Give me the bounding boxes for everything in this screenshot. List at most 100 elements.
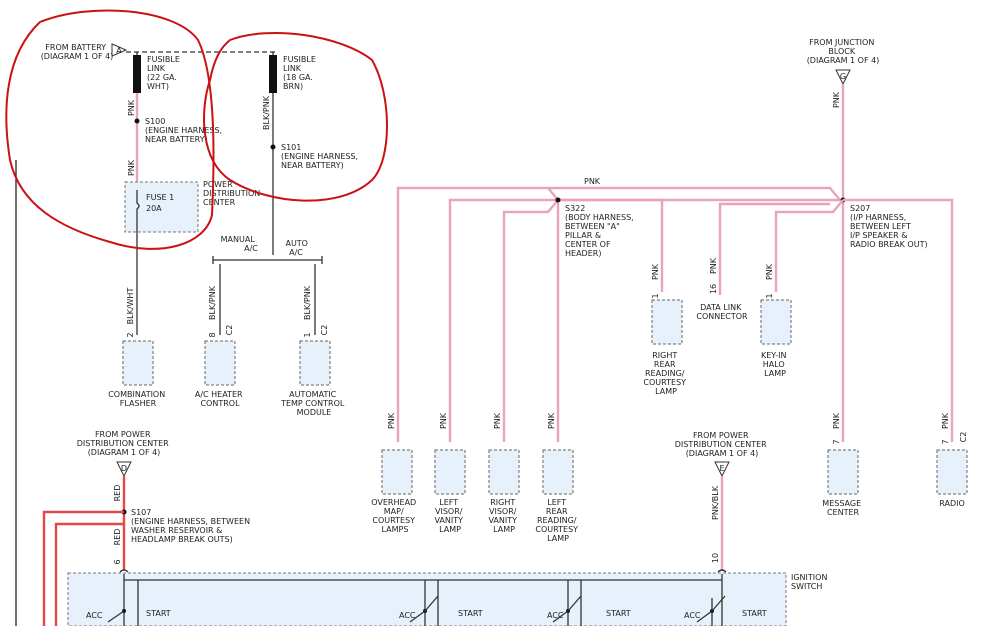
splice-s100 <box>134 118 140 124</box>
wire-pnk-key-in <box>774 199 844 292</box>
wire-label-pnk-1: PNK <box>127 99 136 116</box>
fuse-1-symbol <box>136 190 140 232</box>
wire-pnk-data-link <box>718 202 830 295</box>
connector-d-arrow <box>116 461 132 478</box>
splice-s101 <box>270 144 276 150</box>
connector-a-label: A <box>116 46 122 55</box>
key-in-halo-lamp-box <box>760 299 792 345</box>
switch-terminal-right <box>717 569 727 573</box>
wire-label-pnk-right-visor: PNK <box>493 412 502 429</box>
auto-ac-label: AUTO A/C <box>285 239 310 257</box>
fusible-link-1-label: FUSIBLE LINK (22 GA. WHT) <box>147 55 182 91</box>
combination-flasher-box <box>122 340 154 386</box>
c2-label-auto: C2 <box>320 325 329 336</box>
wire-red-branch-1 <box>42 510 124 626</box>
battery-feed-section: FROM BATTERY (DIAGRAM 1 OF 4) A FUSIBLE … <box>41 43 361 417</box>
s207-label: S207 (I/P HARNESS, BETWEEN LEFT I/P SPEA… <box>850 204 928 249</box>
wire-label-pnk-key-in: PNK <box>765 263 774 280</box>
s101-label: S101 (ENGINE HARNESS, NEAR BATTERY) <box>281 143 361 170</box>
wire-label-blkpnk-main: BLK/PNK <box>262 95 271 130</box>
pin-6-label: 6 <box>113 559 122 564</box>
connector-e-label: E <box>719 464 724 473</box>
wire-label-pnk-radio: PNK <box>941 412 950 429</box>
left-rear-reading-lamp-box <box>542 449 574 495</box>
annotation-circle-2 <box>203 31 388 202</box>
c2-label-manual: C2 <box>225 325 234 336</box>
wire-label-pnk-overhead: PNK <box>387 412 396 429</box>
start-label-2: START <box>458 609 483 618</box>
message-center-label: MESSAGE CENTER <box>822 499 863 517</box>
wire-label-pnk-bus: PNK <box>584 177 601 186</box>
start-label-3: START <box>606 609 631 618</box>
pin-1-label-auto: 1 <box>303 332 312 337</box>
wire-label-pnkblk: PNK/BLK <box>711 485 720 520</box>
pdc-label: POWER DISTRIBUTION CENTER <box>203 180 263 207</box>
key-in-halo-lamp-label: KEY-IN HALO LAMP <box>761 351 789 378</box>
wire-label-blkpnk-auto: BLK/PNK <box>303 285 312 320</box>
connector-e-arrow <box>714 461 730 478</box>
start-label-1: START <box>146 609 171 618</box>
auto-temp-module-label: AUTOMATIC TEMP CONTROL MODULE <box>280 390 347 417</box>
fusible-link-2 <box>269 55 277 93</box>
wire-label-blkpnk-manual: BLK/PNK <box>208 285 217 320</box>
s322-label: S322 (BODY HARNESS, BETWEEN "A" PILLAR &… <box>565 204 636 258</box>
data-link-connector-label: DATA LINK CONNECTOR <box>696 303 748 321</box>
ac-heater-control-label: A/C HEATER CONTROL <box>195 390 245 408</box>
body-harness-section: PNK S322 (BODY HARNESS, BETWEEN "A" PILL… <box>371 177 841 543</box>
wire-label-pnk-right-rear: PNK <box>651 263 660 280</box>
pin-16-label: 16 <box>709 284 718 294</box>
pin-2-label: 2 <box>126 332 135 337</box>
ip-harness-section: FROM JUNCTION BLOCK (DIAGRAM 1 OF 4) G P… <box>696 38 968 517</box>
left-visor-lamp-label: LEFT VISOR/ VANITY LAMP <box>434 498 465 534</box>
right-rear-reading-lamp-box <box>651 299 683 345</box>
switch-terminal-left <box>119 569 129 573</box>
ignition-section: FROM POWER DISTRIBUTION CENTER (DIAGRAM … <box>67 431 830 626</box>
right-rear-reading-lamp-label: RIGHT REAR READING/ COURTESY LAMP <box>643 351 688 396</box>
manual-ac-label: MANUAL A/C <box>221 235 259 253</box>
connector-g-arrow <box>835 69 851 86</box>
left-rear-reading-lamp-label: LEFT REAR READING/ COURTESY LAMP <box>535 498 580 543</box>
combination-flasher-label: COMBINATION FLASHER <box>108 390 168 408</box>
annotation-circle-1 <box>5 9 215 250</box>
pin-8-label: 8 <box>208 332 217 337</box>
wire-label-red-1: RED <box>113 485 122 502</box>
fusible-link-2-label: FUSIBLE LINK (18 GA. BRN) <box>283 55 318 91</box>
splice-s322 <box>555 197 561 203</box>
wire-label-pnk-left-rear: PNK <box>547 412 556 429</box>
pin-7-label-message: 7 <box>832 439 841 444</box>
s107-label: S107 (ENGINE HARNESS, BETWEEN WASHER RES… <box>131 508 253 544</box>
from-junction-block-label: FROM JUNCTION BLOCK (DIAGRAM 1 OF 4) <box>807 38 880 65</box>
wire-label-pnk-data-link: PNK <box>709 257 718 274</box>
ac-heater-control-box <box>204 340 236 386</box>
radio-box <box>936 449 968 495</box>
connector-a-arrow <box>111 43 128 57</box>
pin-7-label-radio: 7 <box>941 439 950 444</box>
pin-10-label: 10 <box>711 553 720 563</box>
wire-red-branch-2 <box>54 522 124 626</box>
wire-label-pnk-left-visor: PNK <box>439 412 448 429</box>
right-visor-lamp-label: RIGHT VISOR/ VANITY LAMP <box>488 498 519 534</box>
wire-label-red-2: RED <box>113 529 122 546</box>
ignition-switch-label: IGNITION SWITCH <box>791 573 830 591</box>
switch-contacts <box>107 595 726 623</box>
wire-label-blkwht: BLK/WHT <box>126 288 135 325</box>
wire-pnk-right-visor <box>502 199 559 442</box>
fusible-link-1 <box>133 55 141 93</box>
right-visor-lamp-box <box>488 449 520 495</box>
acc-label-1: ACC <box>86 611 103 620</box>
from-pdc-d-label: FROM POWER DISTRIBUTION CENTER (DIAGRAM … <box>77 430 172 457</box>
message-center-box <box>827 449 859 495</box>
c2-label-radio: C2 <box>959 432 968 443</box>
radio-label: RADIO <box>939 499 965 508</box>
pin-1-label-key-in: 1 <box>765 293 774 298</box>
overhead-map-lamp-box <box>381 449 413 495</box>
acc-label-4: ACC <box>684 611 701 620</box>
acc-label-2: ACC <box>399 611 416 620</box>
overhead-map-lamp-label: OVERHEAD MAP/ COURTESY LAMPS <box>371 498 419 534</box>
start-label-4: START <box>742 609 767 618</box>
connector-g-label: G <box>840 72 846 81</box>
ignition-switch-box <box>67 572 787 626</box>
s100-label: S100 (ENGINE HARNESS, NEAR BATTERY) <box>145 117 225 144</box>
pin-1-label-right-rear: 1 <box>651 293 660 298</box>
